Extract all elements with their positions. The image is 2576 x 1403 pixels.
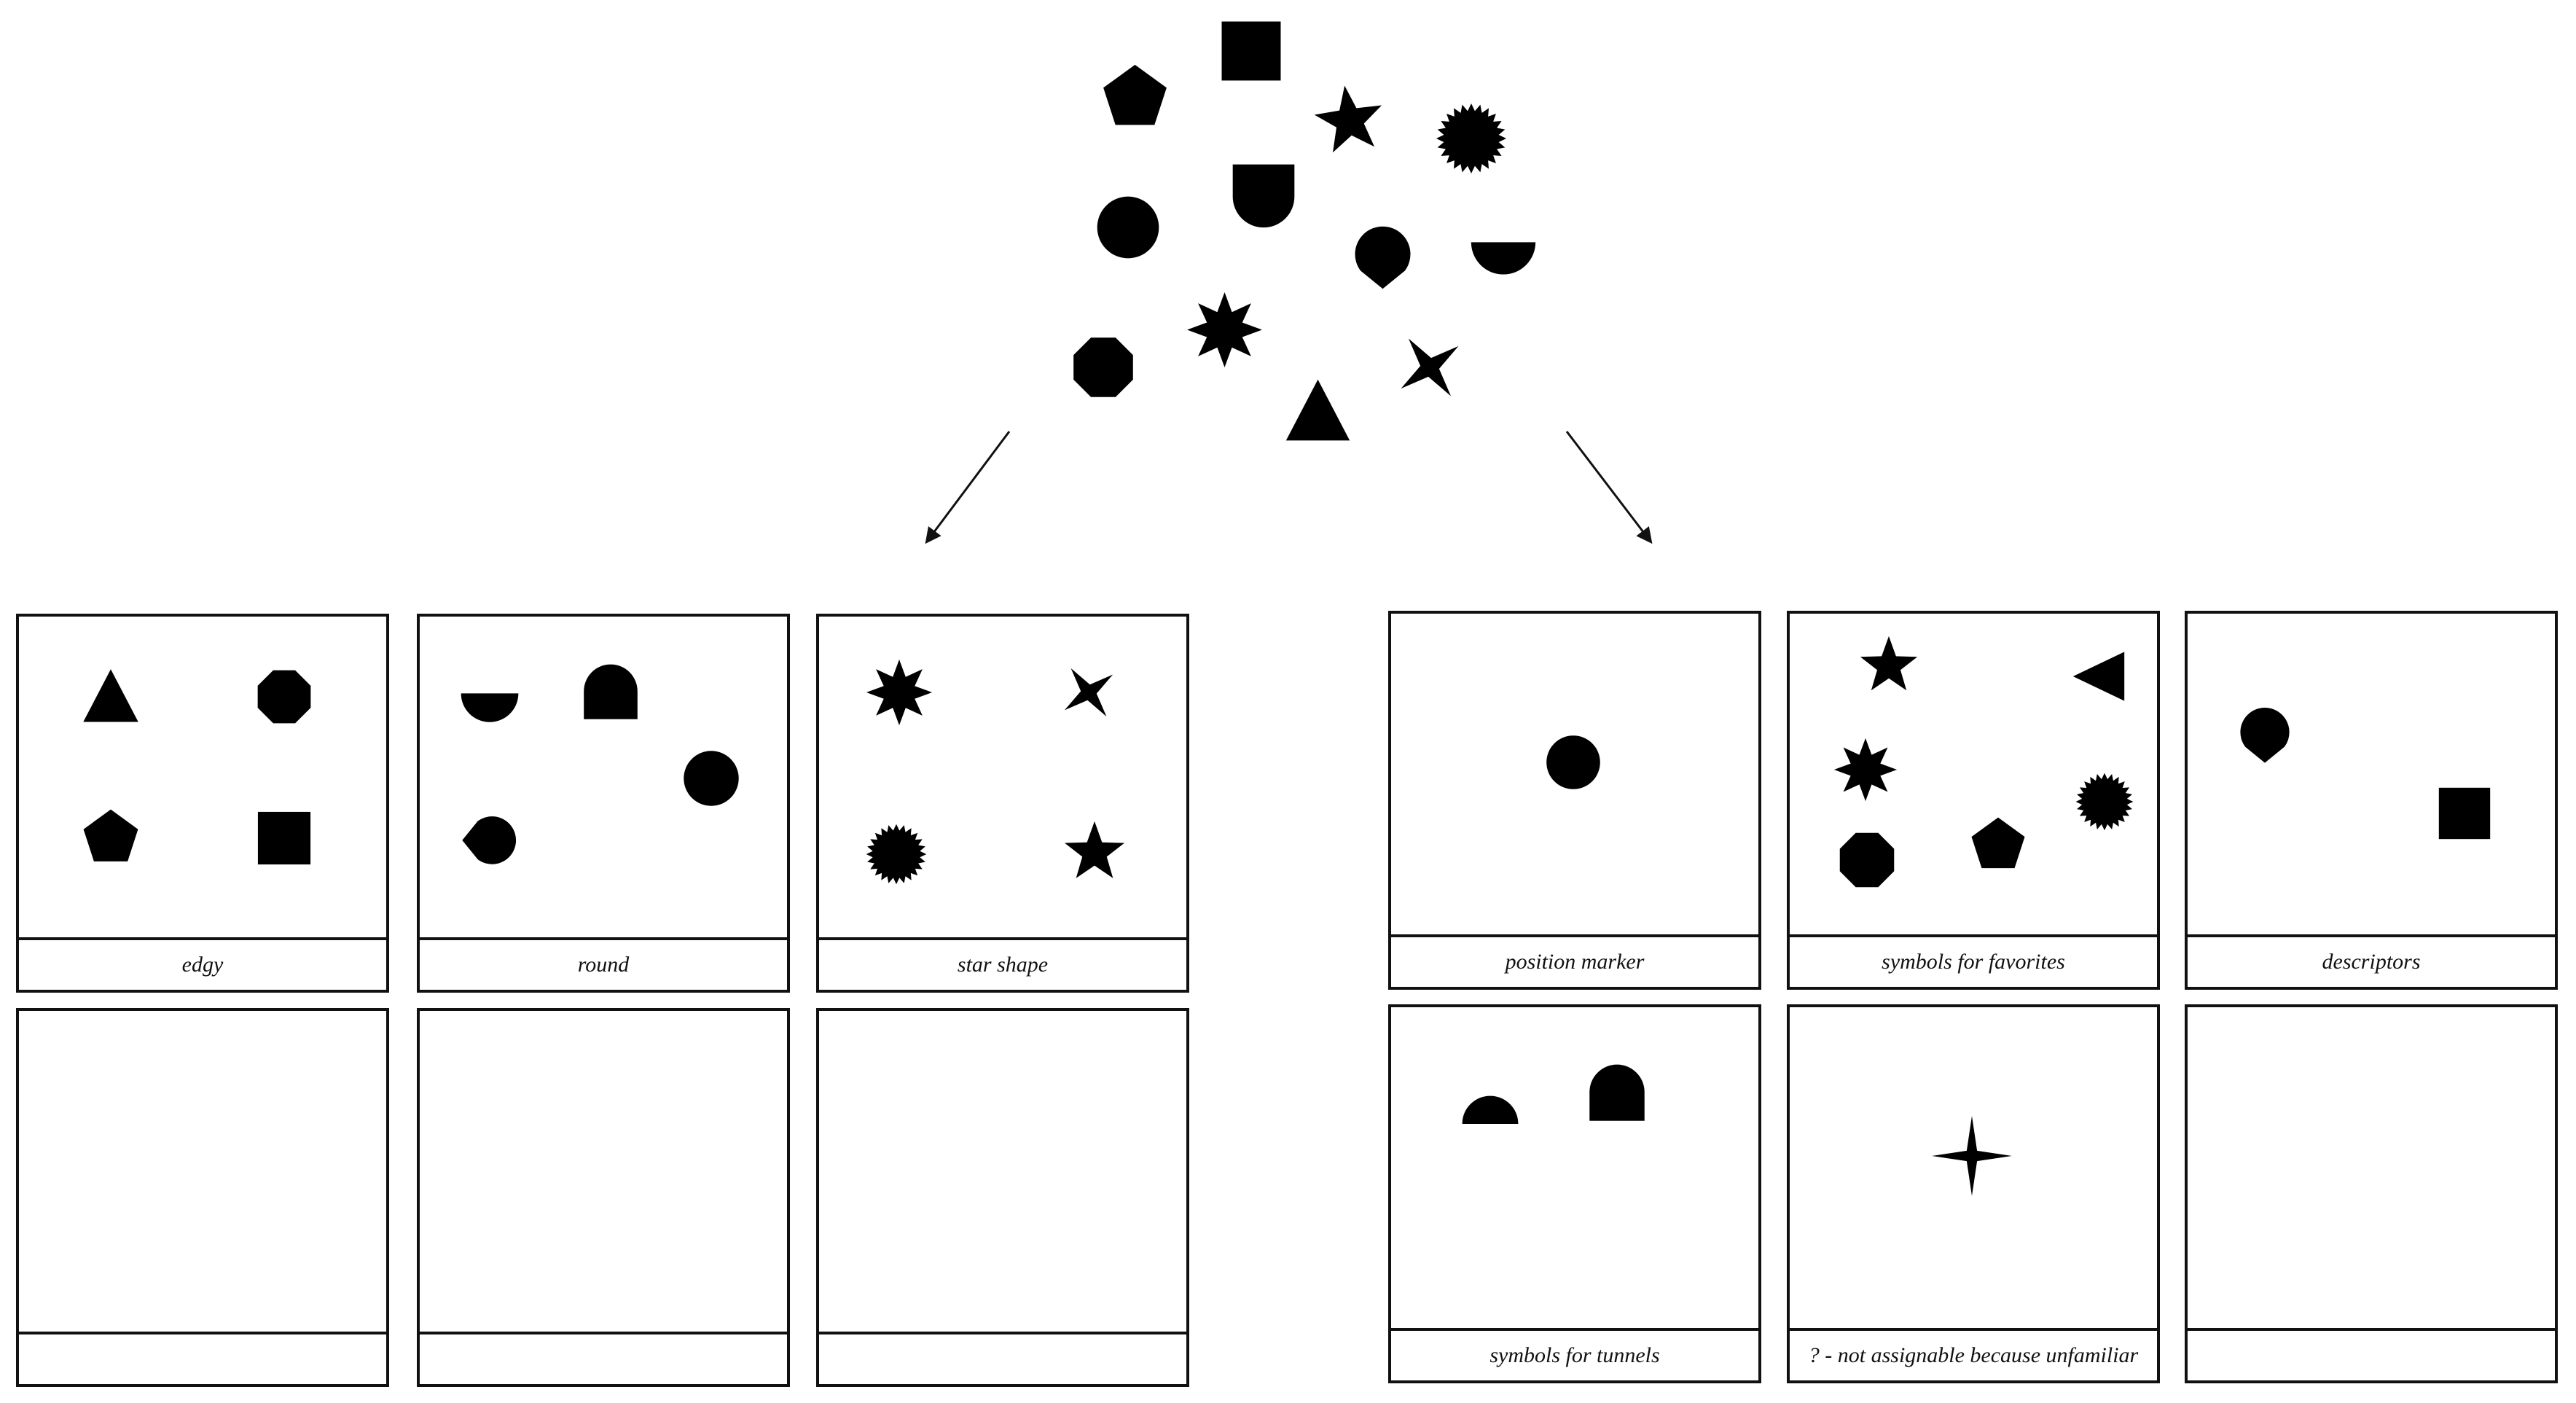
card-label: descriptors <box>2188 934 2555 987</box>
tunnel-icon[interactable] <box>1587 1063 1647 1123</box>
pentagon-icon[interactable] <box>81 808 141 868</box>
arrow-left <box>925 431 1011 544</box>
card-drop-area[interactable] <box>420 1011 787 1332</box>
square-icon[interactable] <box>1218 17 1285 85</box>
card-label: round <box>420 937 787 990</box>
card-drop-area[interactable] <box>1790 614 2157 934</box>
card-label: symbols for tunnels <box>1391 1328 1758 1380</box>
category-card[interactable]: symbols for favorites <box>1787 611 2160 990</box>
card-drop-area[interactable] <box>19 617 386 937</box>
sun-icon[interactable] <box>865 823 928 886</box>
card-drop-area[interactable] <box>19 1011 386 1332</box>
cross-star-icon[interactable] <box>1058 662 1119 723</box>
card-drop-area[interactable] <box>819 1011 1186 1332</box>
category-card[interactable] <box>816 1008 1189 1387</box>
category-card[interactable]: symbols for tunnels <box>1388 1004 1761 1383</box>
sun-icon[interactable] <box>1435 102 1508 175</box>
triangle-icon[interactable] <box>1283 377 1352 446</box>
square-icon[interactable] <box>2435 784 2494 843</box>
circle-icon[interactable] <box>681 749 741 808</box>
square-icon[interactable] <box>254 808 314 868</box>
triangle-icon[interactable] <box>81 667 141 727</box>
circle-icon[interactable] <box>1095 194 1162 261</box>
category-card[interactable]: star shape <box>816 614 1189 993</box>
drop-left-icon[interactable] <box>460 807 520 867</box>
card-label <box>2188 1328 2555 1380</box>
card-drop-area[interactable] <box>1790 1007 2157 1328</box>
pentagon-icon[interactable] <box>1969 816 2027 875</box>
card-label: ? - not assignable because unfamiliar <box>1790 1328 2157 1380</box>
star8-icon[interactable] <box>1186 292 1263 368</box>
octagon-icon[interactable] <box>1836 829 1898 891</box>
category-card[interactable]: descriptors <box>2185 611 2558 990</box>
octagon-icon[interactable] <box>254 667 314 727</box>
drop-icon[interactable] <box>2234 704 2295 765</box>
half-circle-icon[interactable] <box>1470 229 1537 296</box>
category-card[interactable]: edgy <box>16 614 389 993</box>
card-label <box>19 1332 386 1384</box>
category-card[interactable]: round <box>417 614 790 993</box>
star8-icon[interactable] <box>866 659 933 726</box>
card-drop-area[interactable] <box>2188 1007 2555 1328</box>
half-circle-icon[interactable] <box>1461 1077 1519 1136</box>
card-label: symbols for favorites <box>1790 934 2157 987</box>
card-drop-area[interactable] <box>2188 614 2555 934</box>
card-label <box>420 1332 787 1384</box>
arrow-right <box>1565 431 1653 544</box>
octagon-icon[interactable] <box>1070 334 1137 401</box>
circle-icon[interactable] <box>1544 733 1602 792</box>
category-card[interactable] <box>417 1008 790 1387</box>
category-card[interactable] <box>16 1008 389 1387</box>
sun-icon[interactable] <box>2075 772 2134 832</box>
category-card[interactable] <box>2185 1004 2558 1383</box>
card-drop-area[interactable] <box>819 617 1186 937</box>
star5-icon[interactable] <box>1858 636 1919 697</box>
sparkle-icon[interactable] <box>1931 1115 2013 1197</box>
card-label: position marker <box>1391 934 1758 987</box>
category-card[interactable]: position marker <box>1388 611 1761 990</box>
card-drop-area[interactable] <box>420 617 787 937</box>
card-drop-area[interactable] <box>1391 1007 1758 1328</box>
half-circle-icon[interactable] <box>460 681 520 741</box>
category-card[interactable]: ? - not assignable because unfamiliar <box>1787 1004 2160 1383</box>
tunnel-icon[interactable] <box>582 663 640 722</box>
card-drop-area[interactable] <box>1391 614 1758 934</box>
tunnel-icon[interactable] <box>1230 162 1297 229</box>
star8-icon[interactable] <box>1833 738 1898 802</box>
pentagon-icon[interactable] <box>1100 63 1170 133</box>
card-label: edgy <box>19 937 386 990</box>
cross-star-icon[interactable] <box>1393 331 1466 404</box>
card-label <box>819 1332 1186 1384</box>
star5-icon[interactable] <box>1309 80 1391 163</box>
card-label: star shape <box>819 937 1186 990</box>
drop-icon[interactable] <box>1348 222 1417 292</box>
triangle-left-icon[interactable] <box>2070 647 2128 706</box>
star5-icon[interactable] <box>1062 821 1127 885</box>
